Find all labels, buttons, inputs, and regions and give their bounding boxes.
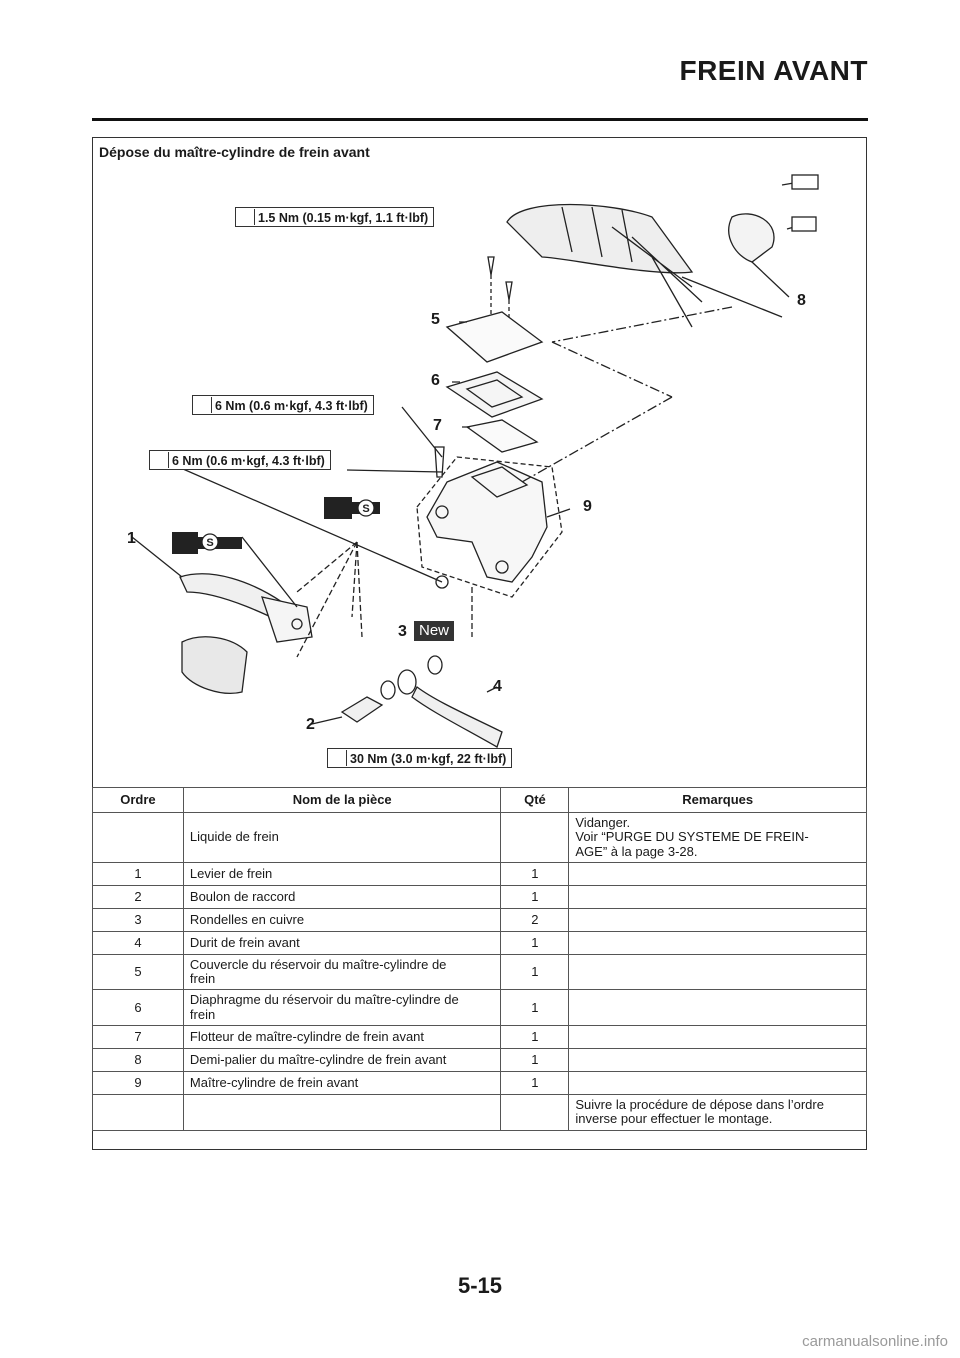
cell-remarks: [568, 1048, 867, 1073]
cell-order: 9: [92, 1071, 184, 1096]
torque-label-upper-bolt: 6 Nm (0.6 m·kgf, 4.3 ft·lbf): [192, 395, 374, 415]
torque-wrench-icon: [195, 397, 212, 413]
torque-value: 6 Nm (0.6 m·kgf, 4.3 ft·lbf): [172, 454, 325, 468]
header-rule: [92, 118, 868, 121]
cell-part-name: Boulon de raccord: [182, 884, 502, 909]
column-header-quantity: Qté: [500, 787, 570, 813]
cell-remarks: [568, 884, 867, 909]
cell-quantity: 1: [500, 989, 570, 1027]
callout-1: 1: [127, 530, 136, 547]
callout-6: 6: [431, 372, 440, 389]
cell-order: [92, 1094, 184, 1131]
table-row: Liquide de frein Vidanger. Voir “PURGE DU…: [92, 812, 867, 863]
torque-label-cover-screw: 1.5 Nm (0.15 m·kgf, 1.1 ft·lbf): [235, 207, 435, 227]
grease-mark-upper: S: [362, 503, 369, 515]
page-header-title: FREIN AVANT: [679, 55, 868, 86]
cell-quantity: 1: [500, 1071, 570, 1096]
cell-remarks: [568, 907, 867, 932]
cell-part-name: Flotteur de maître-cylindre de frein ava…: [182, 1025, 502, 1050]
diagram-drawing: S S: [131, 174, 819, 748]
cell-part-name: Demi-palier du maître-cylindre de frein …: [182, 1048, 502, 1073]
torque-wrench-icon: [238, 209, 255, 225]
cell-order: 4: [92, 930, 184, 955]
torque-wrench-icon: [330, 750, 347, 766]
page-number: 5-15: [457, 1273, 503, 1298]
cell-quantity: 1: [500, 861, 570, 886]
torque-label-lower-bolt: 6 Nm (0.6 m·kgf, 4.3 ft·lbf): [149, 450, 331, 470]
cell-order: [92, 812, 184, 863]
cell-order: 1: [92, 861, 184, 886]
grease-mark-lower: S: [206, 537, 213, 549]
cell-quantity: [500, 812, 570, 863]
cell-remarks: Vidanger. Voir “PURGE DU SYSTEME DE FREI…: [568, 812, 867, 863]
cell-part-name: Durit de frein avant: [182, 930, 502, 955]
callout-2: 2: [306, 716, 315, 733]
cell-order: 6: [92, 989, 184, 1027]
torque-value: 1.5 Nm (0.15 m·kgf, 1.1 ft·lbf): [258, 211, 429, 225]
cell-remarks: [568, 1071, 867, 1096]
cell-quantity: 1: [500, 1048, 570, 1073]
torque-value: 6 Nm (0.6 m·kgf, 4.3 ft·lbf): [215, 399, 368, 413]
cell-quantity: 1: [500, 884, 570, 909]
callout-5: 5: [431, 311, 440, 328]
parts-table: Ordre Nom de la pièce Qté Remarques Liqu…: [92, 787, 867, 1131]
cell-remarks: [568, 953, 867, 991]
callout-9: 9: [583, 498, 592, 515]
cell-remarks: [568, 1025, 867, 1050]
new-badge: New: [414, 621, 455, 641]
cell-part-name: Levier de frein: [182, 861, 502, 886]
exploded-diagram: S S: [92, 137, 867, 787]
cell-order: 5: [92, 953, 184, 991]
cell-order: 2: [92, 884, 184, 909]
cell-quantity: 2: [500, 907, 570, 932]
cell-part-name: Diaphragme du réservoir du maître-cylind…: [182, 989, 502, 1027]
torque-label-union-bolt: 30 Nm (3.0 m·kgf, 22 ft·lbf): [327, 748, 513, 768]
section-title: Dépose du maître-cylindre de frein avant: [99, 144, 370, 160]
column-header-part-name: Nom de la pièce: [182, 787, 502, 813]
table-header-row: Ordre Nom de la pièce Qté Remarques: [92, 787, 867, 813]
cell-remarks: [568, 861, 867, 886]
cell-quantity: [500, 1094, 570, 1131]
cell-remarks: [568, 930, 867, 955]
cell-part-name: [182, 1094, 502, 1131]
callout-4: 4: [493, 678, 502, 695]
cell-order: 7: [92, 1025, 184, 1050]
cell-remarks: [568, 989, 867, 1027]
cell-order: 3: [92, 907, 184, 932]
callout-7: 7: [433, 417, 442, 434]
cell-part-name: Rondelles en cuivre: [182, 907, 502, 932]
torque-wrench-icon: [152, 452, 169, 468]
column-header-order: Ordre: [92, 787, 184, 813]
cell-part-name: Couvercle du réservoir du maître-cylindr…: [182, 953, 502, 991]
cell-remarks: Suivre la procédure de dépose dans l’ord…: [568, 1094, 867, 1131]
parts-table-body: Liquide de frein Vidanger. Voir “PURGE DU…: [92, 812, 867, 1131]
cell-quantity: 1: [500, 953, 570, 991]
cell-quantity: 1: [500, 1025, 570, 1050]
callout-8: 8: [797, 292, 806, 309]
cell-quantity: 1: [500, 930, 570, 955]
watermark: carmanualsonline.info: [802, 1333, 948, 1350]
content-frame: [92, 137, 867, 1150]
table-row: Suivre la procédure de dépose dans l’ord…: [92, 1094, 867, 1131]
cell-part-name: Liquide de frein: [182, 812, 502, 863]
cell-order: 8: [92, 1048, 184, 1073]
column-header-remarks: Remarques: [568, 787, 867, 813]
torque-value: 30 Nm (3.0 m·kgf, 22 ft·lbf): [350, 752, 507, 766]
cell-part-name: Maître-cylindre de frein avant: [182, 1071, 502, 1096]
callout-3: 3: [398, 623, 407, 640]
